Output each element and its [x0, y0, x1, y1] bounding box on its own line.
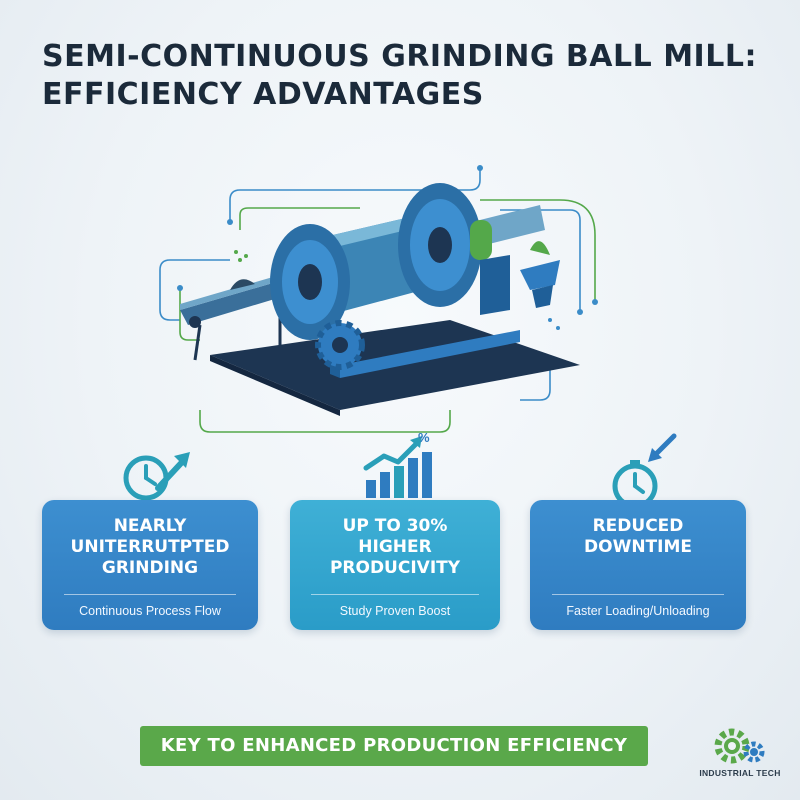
brand-label: INDUSTRIAL TECH — [699, 768, 781, 778]
benefit-card-reduced-downtime: REDUCED DOWNTIME Faster Loading/Unloadin… — [530, 500, 746, 630]
card-subtitle: Continuous Process Flow — [79, 604, 221, 618]
card-headline: NEARLY UNITERRUTPTED GRINDING — [70, 516, 230, 578]
card-subtitle: Study Proven Boost — [339, 604, 451, 618]
gears-logo-icon — [714, 728, 765, 764]
card-subtitle: Faster Loading/Unloading — [566, 604, 710, 618]
card-headline: REDUCED DOWNTIME — [584, 516, 692, 557]
percent-icon-label: % — [418, 432, 430, 445]
card-headline: UP TO 30% HIGHER PRODUCIVITY — [329, 516, 461, 578]
key-message-banner: KEY TO ENHANCED PRODUCTION EFFICIENCY — [140, 726, 648, 766]
page-title: SEMI-CONTINUOUS GRINDING BALL MILL: EFFI… — [42, 39, 757, 112]
card-divider — [551, 594, 725, 595]
card-divider — [63, 594, 237, 595]
clock-arrow-icon — [123, 452, 190, 501]
benefit-card-uninterrupted-grinding: NEARLY UNITERRUTPTED GRINDING Continuous… — [42, 500, 258, 630]
brand-logo: INDUSTRIAL TECH — [690, 720, 790, 790]
bar-chart-growth-icon: % — [363, 432, 432, 498]
ball-mill-illustration — [159, 165, 598, 433]
benefit-card-higher-productivity: UP TO 30% HIGHER PRODUCIVITY Study Prove… — [290, 500, 500, 630]
stopwatch-icon — [612, 433, 677, 509]
card-divider — [311, 594, 479, 595]
